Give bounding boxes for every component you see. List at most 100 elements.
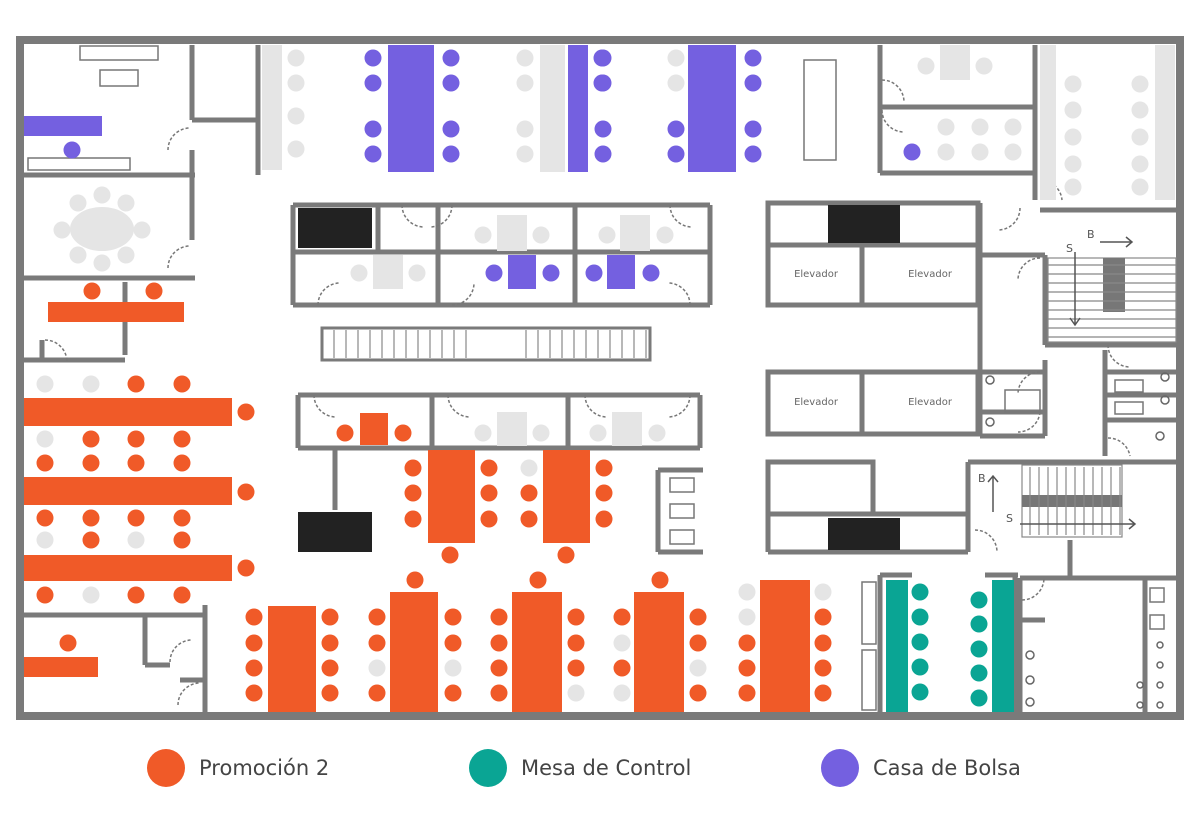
- desk: [48, 302, 184, 322]
- desk: [634, 592, 684, 712]
- seat: [542, 264, 560, 282]
- stairs: [320, 257, 1177, 538]
- seat: [911, 658, 929, 676]
- desks: [24, 45, 1014, 712]
- seat: [133, 221, 151, 239]
- seat: [173, 375, 191, 393]
- seat: [173, 454, 191, 472]
- seat: [971, 118, 989, 136]
- seat: [557, 546, 575, 564]
- seat: [971, 143, 989, 161]
- seat: [911, 608, 929, 626]
- seat: [127, 509, 145, 527]
- seat: [917, 57, 935, 75]
- desk: [760, 580, 810, 712]
- seat: [744, 49, 762, 67]
- seat: [364, 49, 382, 67]
- seat: [173, 531, 191, 549]
- seat: [532, 424, 550, 442]
- seat: [36, 509, 54, 527]
- seat: [368, 634, 386, 652]
- seat: [594, 145, 612, 163]
- seat: [667, 120, 685, 138]
- seat: [287, 140, 305, 158]
- seat: [814, 684, 832, 702]
- seat: [404, 484, 422, 502]
- seat: [651, 571, 669, 589]
- seat: [480, 484, 498, 502]
- seat: [1064, 75, 1082, 93]
- seat: [567, 608, 585, 626]
- seat: [245, 608, 263, 626]
- seat: [567, 684, 585, 702]
- seat: [364, 120, 382, 138]
- seat: [814, 659, 832, 677]
- desk: [360, 413, 388, 445]
- seat: [613, 634, 631, 652]
- seat: [744, 74, 762, 92]
- stair-up-label-2: B: [978, 472, 986, 485]
- seat: [970, 664, 988, 682]
- legend-mesa-label: Mesa de Control: [521, 756, 692, 780]
- seat: [442, 145, 460, 163]
- seat: [490, 608, 508, 626]
- seat: [93, 186, 111, 204]
- elevator-label-3: Elevador: [794, 397, 839, 408]
- seat: [480, 459, 498, 477]
- seat: [593, 74, 611, 92]
- desk: [568, 45, 588, 172]
- desk: [428, 450, 475, 543]
- seat: [937, 143, 955, 161]
- seat: [1131, 101, 1149, 119]
- seat: [1004, 143, 1022, 161]
- seat: [444, 608, 462, 626]
- legend-mesa: Mesa de Control: [469, 748, 691, 788]
- seat: [520, 459, 538, 477]
- seat: [364, 74, 382, 92]
- seat: [474, 424, 492, 442]
- outer-wall: [16, 36, 1184, 720]
- seat: [82, 430, 100, 448]
- seat: [1131, 155, 1149, 173]
- interior-walls: [22, 45, 1178, 712]
- seat: [127, 454, 145, 472]
- seat: [814, 608, 832, 626]
- seat: [63, 141, 81, 159]
- desk: [508, 255, 536, 289]
- seat: [911, 683, 929, 701]
- seat: [237, 483, 255, 501]
- seat: [667, 49, 685, 67]
- seat: [1004, 118, 1022, 136]
- seat: [127, 531, 145, 549]
- desk: [543, 450, 590, 543]
- seat: [1131, 128, 1149, 146]
- seat: [245, 684, 263, 702]
- seat: [36, 375, 54, 393]
- seat: [585, 264, 603, 282]
- restroom-fixtures: [985, 372, 1170, 709]
- seat: [1064, 128, 1082, 146]
- seat: [594, 120, 612, 138]
- seat: [441, 546, 459, 564]
- seat: [613, 659, 631, 677]
- seat: [53, 221, 71, 239]
- seat: [814, 634, 832, 652]
- seat: [82, 586, 100, 604]
- desk: [24, 657, 98, 677]
- seat: [589, 424, 607, 442]
- seat: [173, 430, 191, 448]
- legend-promocion-swatch: [147, 749, 185, 787]
- seat: [368, 684, 386, 702]
- stair-arrows: [987, 236, 1137, 530]
- legend-casa-label: Casa de Bolsa: [873, 756, 1021, 780]
- seat: [595, 484, 613, 502]
- seat: [59, 634, 77, 652]
- seat: [738, 583, 756, 601]
- seat: [598, 226, 616, 244]
- seat: [287, 107, 305, 125]
- seat: [613, 684, 631, 702]
- seat: [321, 659, 339, 677]
- seat: [82, 375, 100, 393]
- seat: [364, 145, 382, 163]
- legend-promocion-label: Promoción 2: [199, 756, 330, 780]
